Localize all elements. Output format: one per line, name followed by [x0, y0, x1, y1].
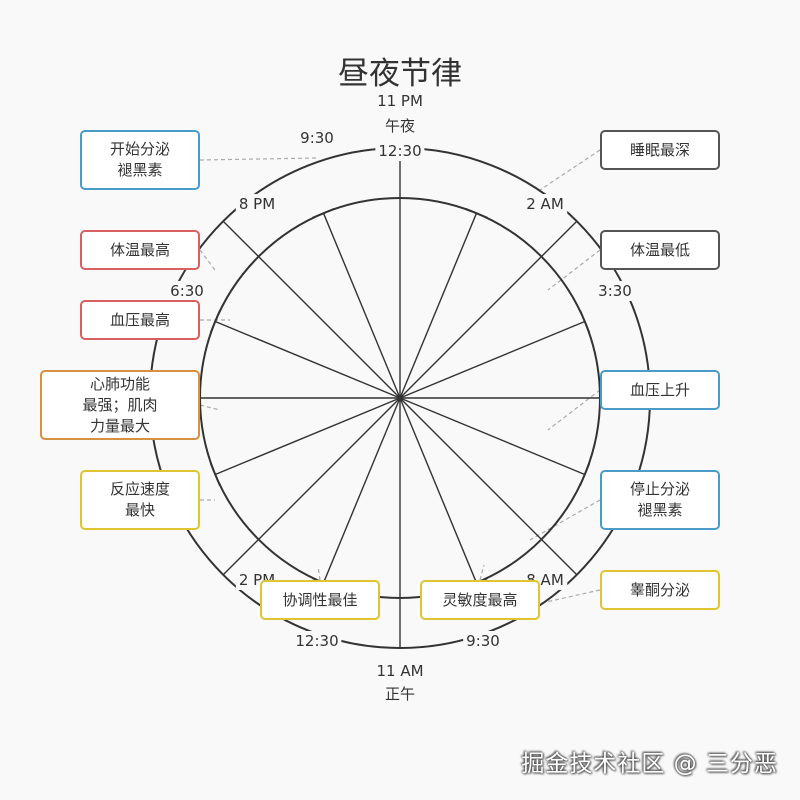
- time-label-t-330-right: 3:30: [595, 281, 635, 301]
- time-label-t-1230-bottom: 12:30: [292, 631, 342, 651]
- callout-connector: [199, 249, 216, 271]
- watermark: 掘金技术社区 @ 三分恶: [521, 751, 778, 777]
- clock-spoke: [399, 320, 586, 399]
- callout-text-line: 睡眠最深: [629, 140, 690, 159]
- callout-coordination: 协调性最佳: [260, 580, 380, 620]
- spoke-end-cap: [465, 207, 488, 219]
- callout-temp-lowest: 体温最低: [600, 230, 720, 270]
- callout-text-line: 开始分泌: [109, 140, 170, 158]
- time-label-t-1230-top: 12:30: [375, 141, 425, 161]
- callout-text-line: 心肺功能: [89, 374, 150, 393]
- callout-bp-rise: 血压上升: [600, 370, 720, 410]
- callout-text-line: 体温最高: [109, 240, 170, 259]
- clock-spoke: [222, 220, 401, 399]
- time-label-t-930-top: 9:30: [297, 128, 337, 148]
- callout-connector: [199, 404, 221, 411]
- callout-text-line: 力量最大: [89, 416, 150, 435]
- callout-connector: [317, 565, 321, 581]
- spoke-end-cap: [209, 310, 221, 333]
- callout-alertness: 灵敏度最高: [420, 580, 540, 620]
- callout-text-line: 协调性最佳: [282, 590, 358, 609]
- time-label-t-930-bottom: 9:30: [463, 631, 503, 651]
- callout-temp-highest: 体温最高: [80, 230, 200, 270]
- clock-spoke: [322, 397, 401, 584]
- spoke-end-cap: [579, 310, 591, 333]
- callout-bp-highest: 血压最高: [80, 300, 200, 340]
- clock-spoke: [399, 397, 586, 476]
- clock-spoke: [399, 397, 478, 584]
- callout-text-line: 体温最低: [629, 240, 690, 259]
- clock-spoke: [222, 397, 401, 576]
- callout-connector: [509, 589, 601, 611]
- callout-text-line: 停止分泌: [629, 480, 690, 498]
- callout-deepest-sleep: 睡眠最深: [600, 130, 720, 170]
- callout-testosterone: 睾酮分泌: [600, 570, 720, 610]
- callout-melatonin-stop: 停止分泌褪黑素: [600, 470, 720, 530]
- callout-connector: [547, 249, 601, 291]
- callout-connector: [547, 389, 601, 431]
- clock-spoke: [214, 320, 401, 399]
- callout-text-line: 灵敏度最高: [442, 590, 518, 609]
- callout-text-line: 褪黑素: [117, 161, 163, 179]
- clock-spoke: [214, 397, 401, 476]
- spoke-end-cap: [209, 463, 221, 486]
- callout-connector: [199, 157, 317, 161]
- callout-connector: [539, 149, 601, 191]
- callout-text-line: 血压最高: [109, 310, 170, 329]
- spoke-end-cap: [312, 207, 335, 219]
- clock-spokes: [150, 148, 650, 648]
- time-label-t-noon: 正午: [381, 684, 419, 704]
- spoke-end-cap: [579, 463, 591, 486]
- diagram-title: 昼夜节律: [338, 56, 462, 92]
- callout-text-line: 最快: [124, 501, 155, 519]
- clock-spoke: [322, 212, 401, 399]
- clock-spoke: [399, 220, 578, 399]
- callout-text-line: 血压上升: [629, 380, 690, 399]
- callout-melatonin-start: 开始分泌褪黑素: [80, 130, 200, 190]
- callout-reaction: 反应速度最快: [80, 470, 200, 530]
- time-label-t-11am: 11 AM: [373, 661, 427, 681]
- callout-connector: [479, 564, 485, 581]
- time-label-t-11pm: 11 PM: [374, 91, 426, 111]
- callout-cardio: 心肺功能最强；肌肉力量最大: [40, 370, 200, 440]
- time-label-t-2am: 2 AM: [523, 194, 567, 214]
- time-label-t-8pm: 8 PM: [235, 194, 279, 214]
- time-label-t-midnight: 午夜: [381, 116, 419, 136]
- time-label-t-630: 6:30: [167, 281, 207, 301]
- callout-text-line: 睾酮分泌: [629, 580, 690, 599]
- callout-text-line: 褪黑素: [637, 501, 683, 519]
- callout-connector: [529, 499, 601, 541]
- clock-spoke: [399, 212, 478, 399]
- callout-text-line: 最强；肌肉: [82, 395, 158, 414]
- clock-spoke: [399, 397, 578, 576]
- callout-text-line: 反应速度: [109, 480, 170, 498]
